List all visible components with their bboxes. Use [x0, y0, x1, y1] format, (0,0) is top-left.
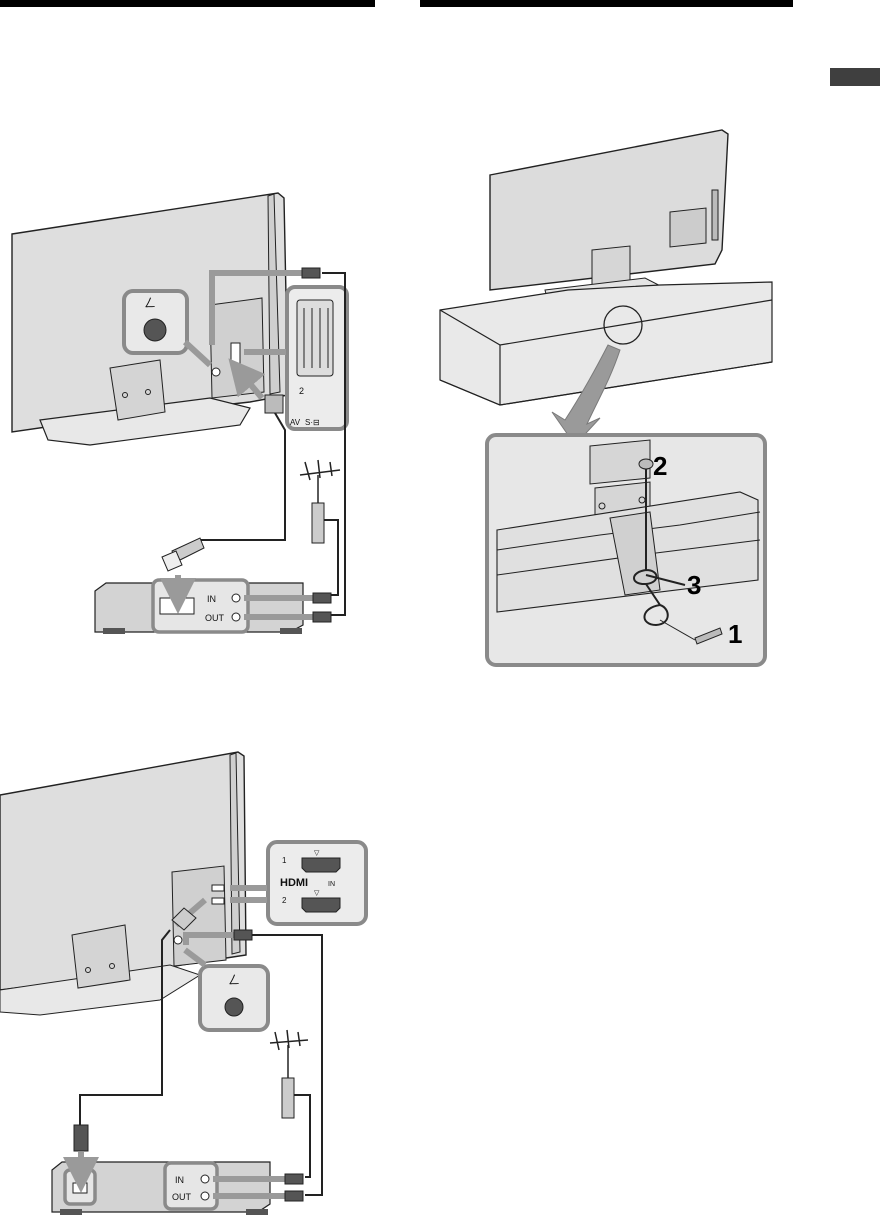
vcr-scart-socket [160, 598, 194, 614]
hdmi-port-2-number: 2 [282, 896, 287, 905]
step-3-label: 3 [687, 570, 701, 600]
diagram-hdmi-connection: 1 2 ▽ ▽ HDMI IN ㄥ [0, 752, 366, 1215]
antenna-port-icon [144, 319, 166, 341]
recorder-in-label: IN [175, 1175, 184, 1185]
svideo-label: S·⊟ [305, 418, 320, 427]
hdmi-port-1-number: 1 [282, 856, 287, 865]
av-label: AV [290, 418, 301, 427]
hdmi-port-2-icon [302, 898, 340, 912]
recorder-ports-callout [165, 1163, 217, 1209]
antenna-symbol-label: ㄥ [144, 296, 156, 310]
hdmi-port-2-mark: ▽ [314, 890, 320, 897]
diagram-scart-connection: ㄥ 2 AV S·⊟ [12, 193, 347, 634]
vcr-out-label: OUT [205, 613, 225, 623]
hdmi-logo: HDMI [280, 877, 308, 889]
hdmi-in-label: IN [328, 881, 335, 888]
scart-port-number: 2 [299, 386, 304, 396]
hdmi-port-1-mark: ▽ [314, 850, 320, 857]
vcr-device-top: IN OUT [95, 580, 331, 634]
hdmi-port-1-icon [302, 858, 340, 872]
vcr-in-label: IN [207, 594, 216, 604]
recorder-hdmi-socket [73, 1183, 87, 1193]
recorder-out-label: OUT [172, 1192, 192, 1202]
diagram-stand-securing: 2 3 1 [440, 130, 772, 665]
recorder-device-bottom: IN OUT [52, 1162, 303, 1215]
step-1-label: 1 [728, 619, 742, 649]
wall-antenna-icon [300, 460, 340, 595]
antenna-port-icon-bottom [225, 998, 243, 1016]
antenna-symbol-label-bottom: ㄥ [228, 973, 240, 987]
step-2-label: 2 [653, 451, 667, 481]
wall-antenna-icon-bottom [270, 1030, 310, 1177]
